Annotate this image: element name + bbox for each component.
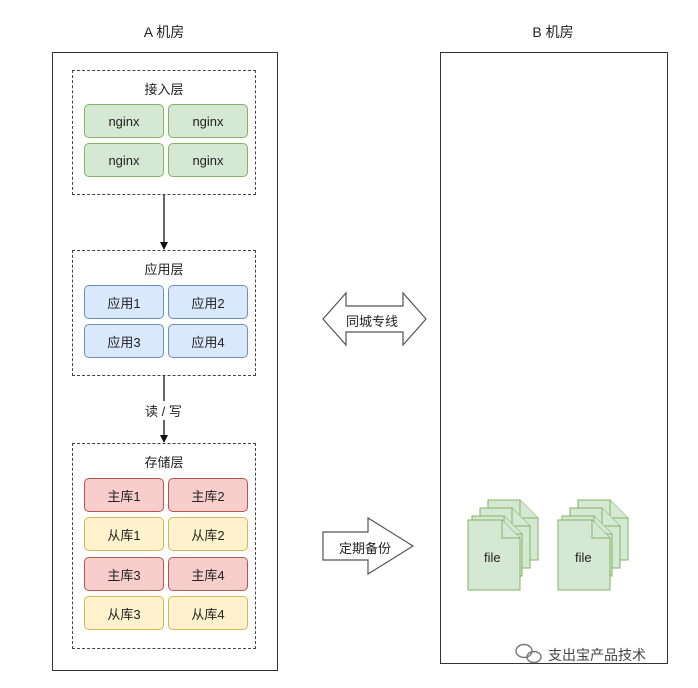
slave-db-node: 从库3 [84,596,164,630]
app-node: 应用4 [168,324,248,358]
master-db-node: 主库3 [84,557,164,591]
app-node: 应用1 [84,285,164,319]
application-layer-title: 应用层 [144,262,184,277]
scheduled-backup-label: 定期备份 [339,541,392,556]
slave-db-node: 从库4 [168,596,248,630]
nginx-node: nginx [168,143,248,177]
file-stack-icon [557,499,629,591]
access-layer-title: 接入层 [144,82,184,97]
master-db-node: 主库1 [84,478,164,512]
scheduled-backup-arrow [322,516,415,576]
read-write-label: 读 / 写 [143,401,184,420]
wechat-icon [515,643,542,664]
nginx-node: nginx [84,104,164,138]
storage-layer-title: 存储层 [144,455,184,470]
dedicated-line-label: 同城专线 [346,314,399,329]
access-layer: 接入层 [72,70,256,195]
file-label: file [484,550,501,565]
application-layer: 应用层 [72,250,256,376]
master-db-node: 主库4 [168,557,248,591]
dedicated-line-arrow [322,291,427,347]
storage-layer: 存储层 [72,443,256,649]
watermark-text: 支出宝产品技术 [548,647,646,663]
nginx-node: nginx [84,143,164,177]
file-label: file [575,550,592,565]
master-db-node: 主库2 [168,478,248,512]
file-stack-icon [467,499,539,591]
room-a-title: A 机房 [143,24,185,40]
nginx-node: nginx [168,104,248,138]
slave-db-node: 从库1 [84,517,164,551]
room-b-title: B 机房 [532,24,574,40]
slave-db-node: 从库2 [168,517,248,551]
app-node: 应用2 [168,285,248,319]
app-node: 应用3 [84,324,164,358]
